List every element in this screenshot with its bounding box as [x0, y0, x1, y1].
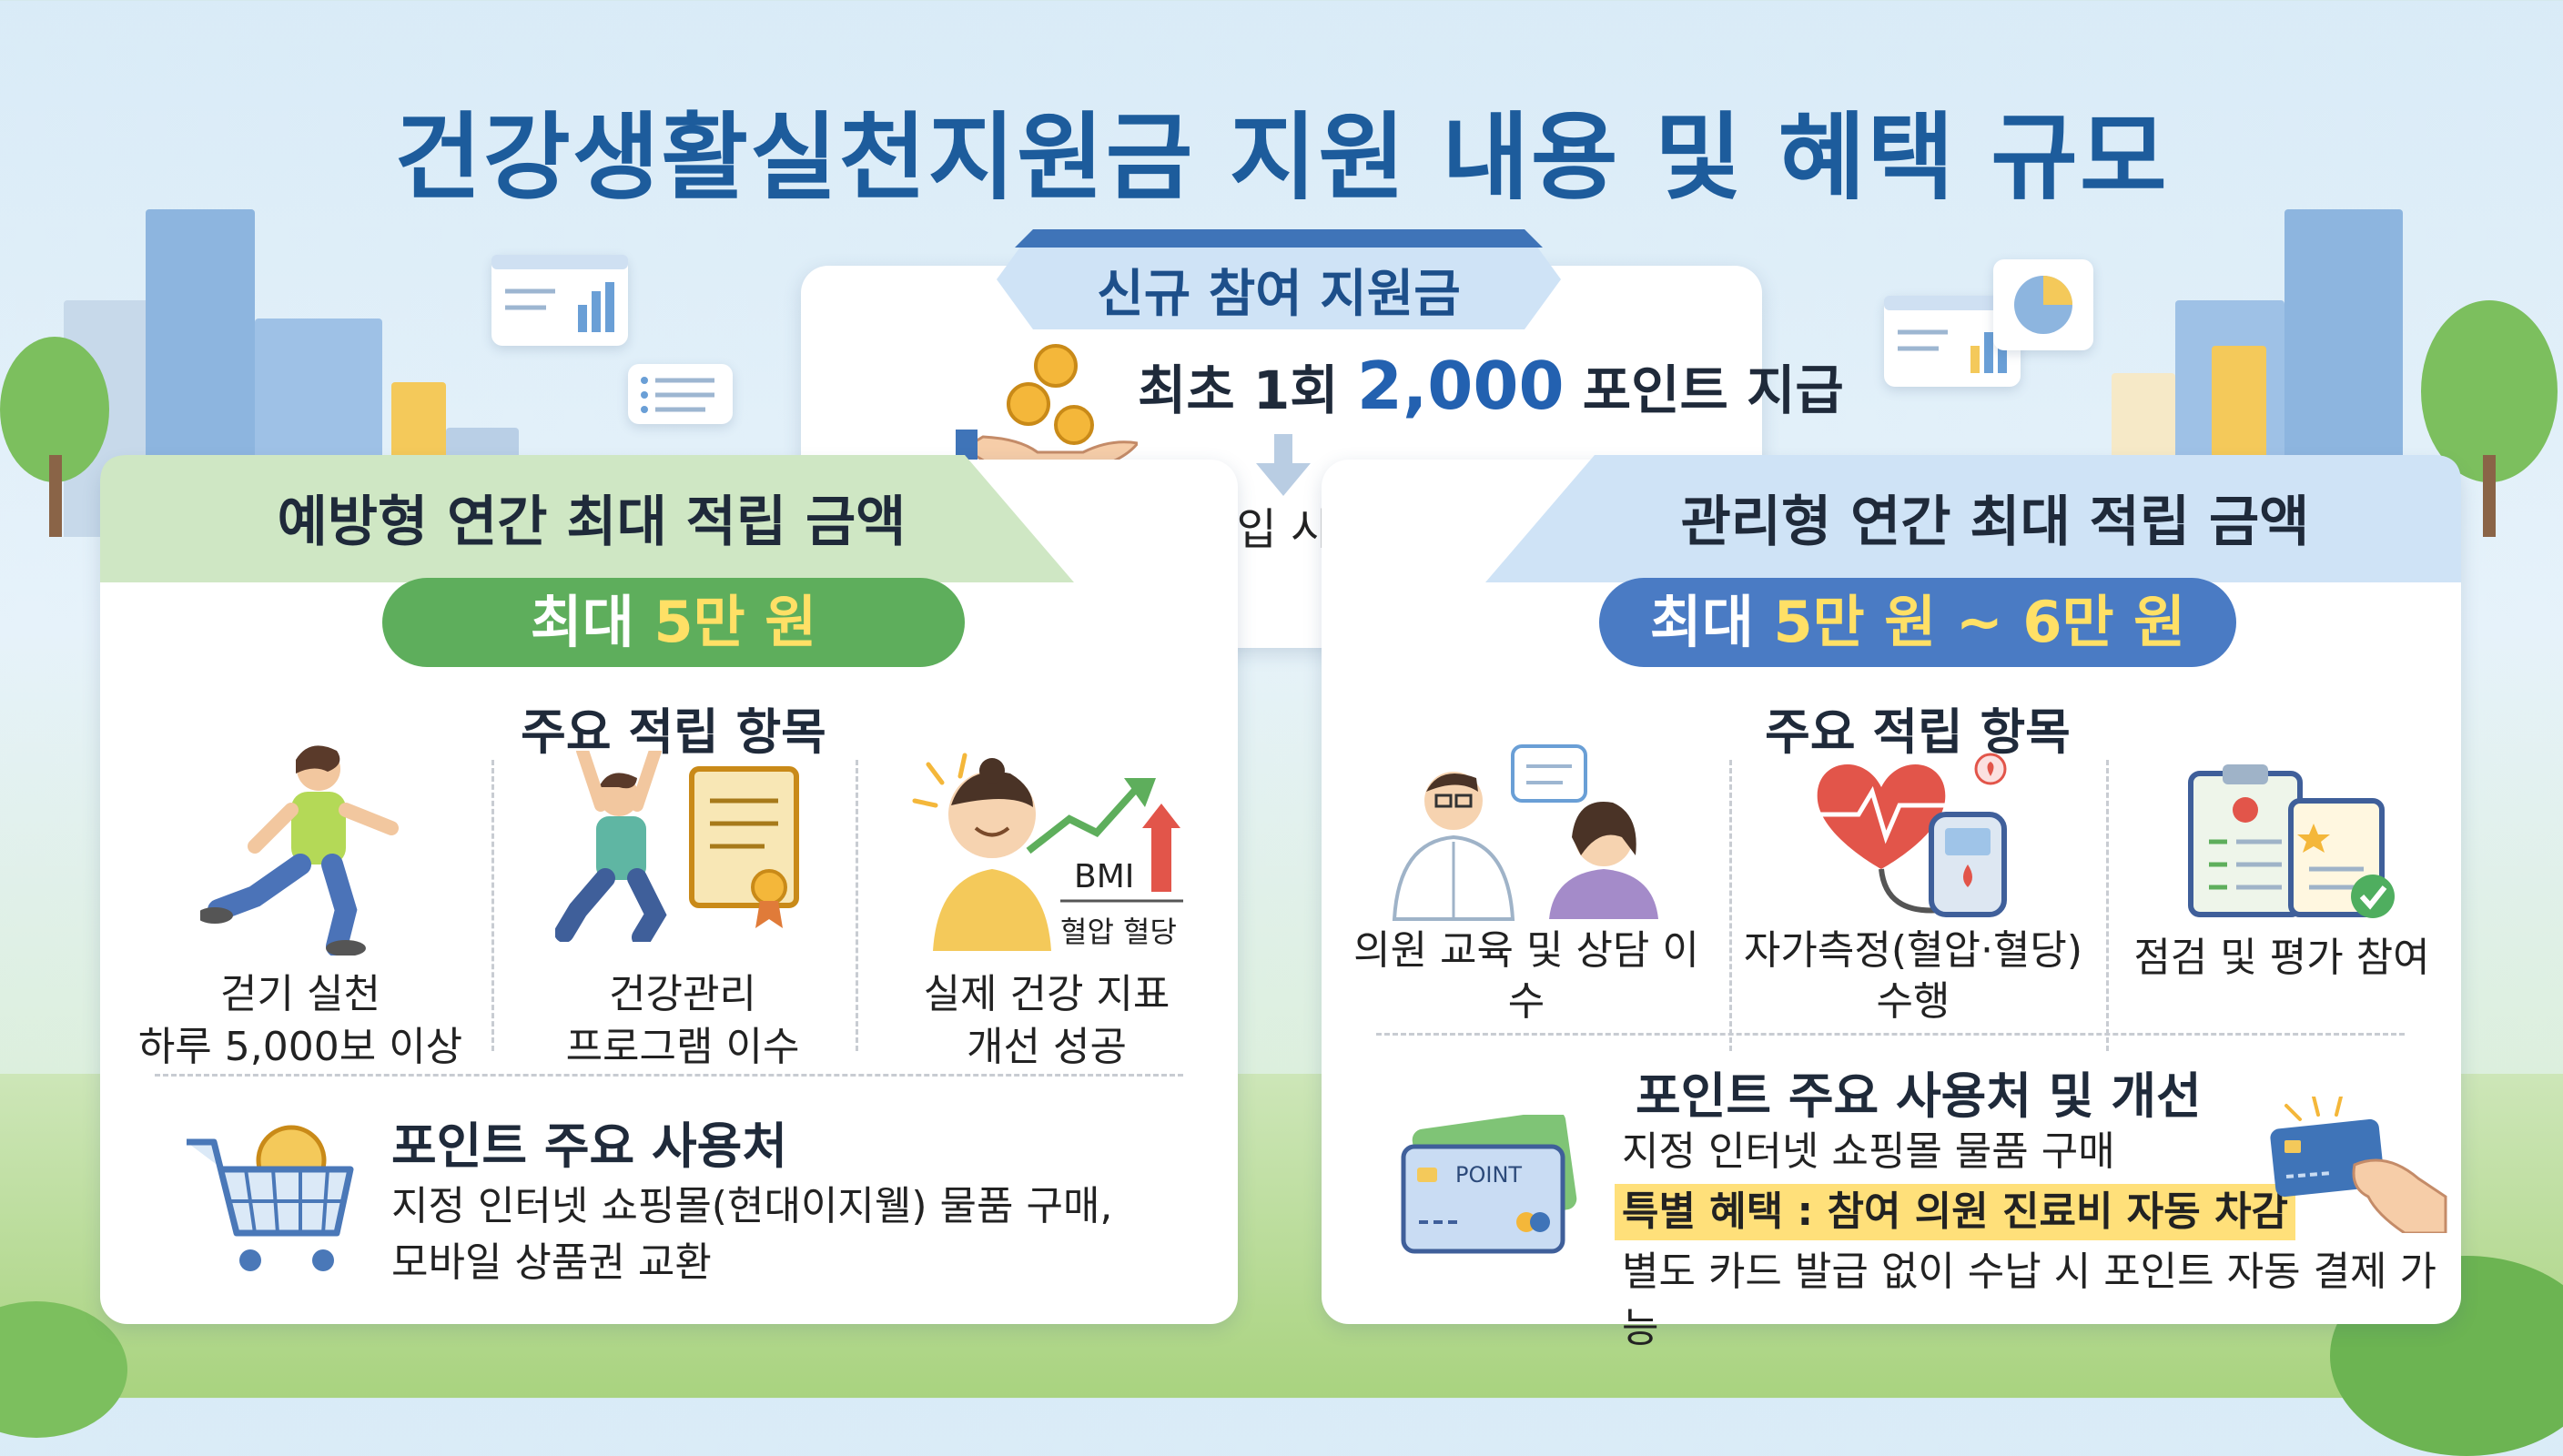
tree: [2421, 300, 2558, 482]
bmi-label: BMI: [1074, 858, 1134, 895]
doctor-consultation-icon: [1392, 744, 1658, 921]
management-item-2-line1: 자가측정(혈압·혈당): [1743, 927, 2083, 974]
management-usage-line1: 지정 인터넷 쇼핑몰 물품 구매: [1622, 1128, 2115, 1175]
shopping-cart-icon: [187, 1125, 354, 1271]
prevention-item-3-line1: 실제 건강 지표: [923, 971, 1170, 1017]
page-title: 건강생활실천지원금 지원 내용 및 혜택 규모: [394, 102, 2169, 213]
prevention-usage-line2: 모바일 상품권 교환: [391, 1239, 712, 1286]
new-join-title: 신규 참여 지원금: [1097, 265, 1461, 324]
divider: [1729, 760, 1732, 1051]
management-item-3-line1: 점검 및 평가 참여: [2133, 935, 2430, 981]
down-arrow-icon: [1256, 434, 1311, 496]
bp-sugar-label: 혈압 혈당: [1060, 915, 1177, 949]
prevention-item-2-line2: 프로그램 이수: [565, 1024, 800, 1070]
divider: [1376, 1033, 2405, 1036]
amount-value: 2,000: [1356, 348, 1565, 424]
point-card-icon: POINT: [1401, 1115, 1577, 1254]
prevention-usage-line1: 지정 인터넷 쇼핑몰(현대이지웰) 물품 구매,: [391, 1183, 1113, 1229]
management-usage-title: 포인트 주요 사용처 및 개선: [1636, 1067, 2202, 1125]
clipboard-check-icon: [2188, 764, 2395, 918]
list-card-decoration: [628, 364, 733, 424]
prevention-usage-title: 포인트 주요 사용처: [391, 1117, 788, 1175]
prevention-header-tab: [100, 455, 1074, 582]
management-usage-highlight: 특별 혜택 : 참여 의원 진료비 자동 차감: [1615, 1184, 2296, 1240]
divider: [155, 1074, 1183, 1077]
amount-prefix: 최초 1회: [1138, 359, 1339, 421]
amount-suffix: 포인트 지급: [1582, 359, 1844, 421]
new-join-amount-line: 최초 1회 2,000 포인트 지급: [1138, 348, 1844, 424]
prevention-item-1-line2: 하루 5,000보 이상: [137, 1024, 463, 1070]
max-prefix: 최대: [530, 589, 634, 655]
pie-card-decoration: [1993, 259, 2093, 350]
prevention-item-3-line2: 개선 성공: [967, 1024, 1127, 1070]
tree-trunk: [49, 455, 62, 537]
card-payment-hand-icon: [2270, 1097, 2447, 1233]
divider: [491, 760, 494, 1051]
management-panel: 관리형 연간 최대 적립 금액 최대 5만 원 ~ 6만 원 주요 적립 항목 …: [1322, 455, 2461, 1351]
prevention-item-1-line1: 걷기 실천: [220, 971, 380, 1017]
management-items-title: 주요 적립 항목: [1765, 703, 2071, 761]
running-person-icon: [200, 745, 399, 956]
prevention-title: 예방형 연간 최대 적립 금액: [277, 490, 907, 554]
new-join-header-ribbon: [997, 229, 1561, 329]
prevention-max-pill: 최대 5만 원: [382, 578, 965, 667]
point-card-label: POINT: [1455, 1162, 1522, 1188]
dashboard-card-decoration: [491, 255, 628, 346]
max-prefix: 최대: [1649, 589, 1754, 655]
certificate-icon: [555, 751, 799, 942]
divider: [2106, 760, 2109, 1051]
management-item-1-line1: 의원 교육 및 상담 이수: [1353, 927, 1699, 1025]
tree-trunk: [2483, 455, 2496, 537]
prevention-panel: 예방형 연간 최대 적립 금액 최대 5만 원 주요 적립 항목 걷기 실천 하…: [100, 455, 1238, 1324]
management-max-pill: 최대 5만 원 ~ 6만 원: [1599, 578, 2236, 667]
prevention-items-title: 주요 적립 항목: [521, 703, 826, 761]
heart-monitor-icon: [1817, 753, 2007, 917]
max-value: 5만 원: [653, 589, 817, 655]
management-item-2-line2: 수행: [1876, 978, 1950, 1025]
management-header-tab: [1485, 455, 2461, 582]
max-value: 5만 원 ~ 6만 원: [1773, 589, 2186, 655]
management-title: 관리형 연간 최대 적립 금액: [1680, 490, 2310, 554]
management-usage-line3: 별도 카드 발급 없이 수납 시 포인트 자동 결제 가능: [1622, 1249, 2436, 1351]
improvement-chart-icon: BMI 혈압 혈당: [912, 753, 1183, 951]
prevention-item-2-line1: 건강관리: [609, 971, 756, 1017]
divider: [856, 760, 858, 1051]
